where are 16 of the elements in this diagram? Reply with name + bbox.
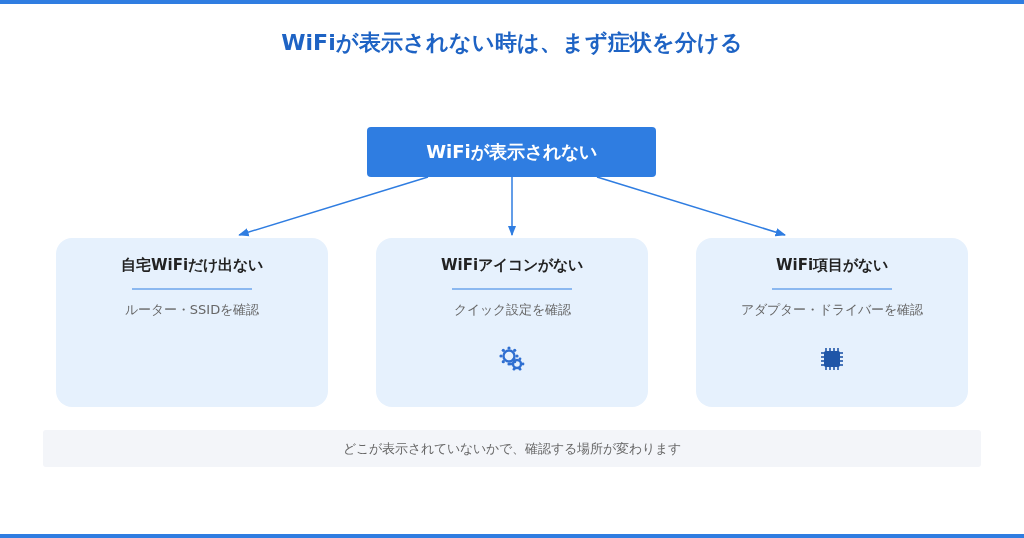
arrow: [507, 176, 517, 237]
card-heading: WiFiアイコンがない: [439, 256, 585, 275]
box-label: WiFiが表示されない: [426, 140, 597, 164]
arrow: [238, 176, 429, 237]
card-heading: 自宅WiFiだけ出ない: [119, 256, 265, 275]
card-heading: WiFi項目がない: [774, 256, 890, 275]
card-description: ルーター・SSIDを確認: [123, 301, 261, 319]
title: WiFiが表示されない時は、まず症状を分ける: [280, 29, 744, 57]
card-description: クイック設定を確認: [452, 301, 572, 319]
symptom-card: [696, 238, 968, 407]
symptom-box: [367, 127, 656, 177]
arrow: [596, 176, 786, 237]
symptom-card: [56, 238, 328, 407]
symptom-card: [376, 238, 648, 407]
card-description: アダプター・ドライバーを確認: [740, 301, 924, 319]
note-text: どこが表示されていないかで、確認する場所が変わります: [343, 439, 681, 458]
